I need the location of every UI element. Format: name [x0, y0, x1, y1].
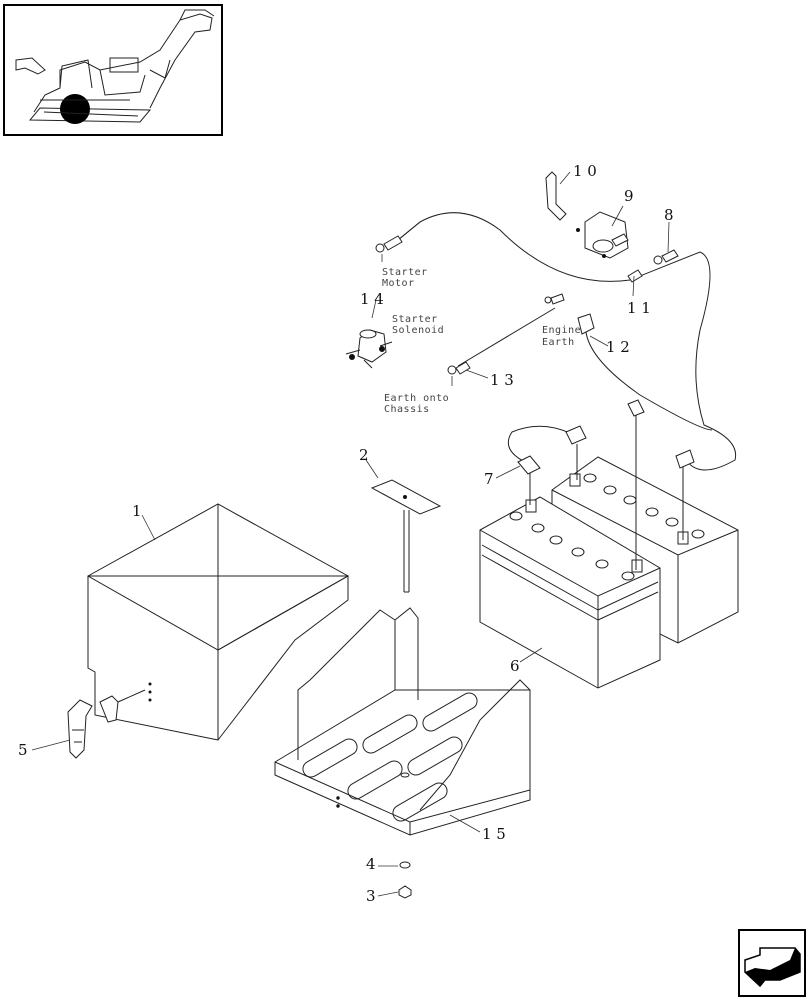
leader-lines — [31, 171, 670, 897]
callout-5: 5 — [18, 741, 28, 759]
callout-1: 1 — [132, 502, 142, 520]
hold-down-clamp — [370, 479, 442, 593]
label-earth-chassis-line1: Earth onto — [384, 393, 449, 404]
battery-cover — [86, 503, 350, 741]
battery-cables — [397, 212, 737, 570]
batteries — [479, 456, 739, 689]
callout-3: 3 — [366, 887, 376, 905]
label-earth-chassis-line2: Chassis — [384, 404, 430, 415]
callout-9: 9 — [624, 187, 634, 205]
callout-2: 2 — [359, 446, 369, 464]
callout-6: 6 — [510, 657, 520, 675]
cover-latch — [67, 689, 146, 759]
next-page-arrow-icon[interactable] — [738, 929, 806, 997]
callout-8: 8 — [664, 206, 674, 224]
harvester-locator-icon — [3, 4, 223, 136]
cable-clip — [545, 171, 567, 221]
label-starter-motor-line1: Starter — [382, 267, 428, 278]
callout-15: 1 5 — [482, 825, 506, 843]
cable-lugs — [375, 235, 695, 475]
label-engine-earth-line2: Earth — [542, 337, 575, 348]
starter-relay — [576, 211, 629, 259]
callout-10: 1 0 — [573, 162, 597, 180]
label-starter-solenoid-line1: Starter — [392, 314, 438, 325]
callout-11: 1 1 — [627, 299, 651, 317]
callout-14: 1 4 — [360, 290, 384, 308]
starter-solenoid — [345, 329, 393, 369]
label-starter-solenoid-line2: Solenoid — [392, 325, 444, 336]
label-starter-motor-line2: Motor — [382, 278, 415, 289]
callout-13: 1 3 — [490, 371, 514, 389]
label-engine-earth-line1: Engine — [542, 325, 581, 336]
callout-4: 4 — [366, 855, 376, 873]
callout-12: 1 2 — [606, 338, 630, 356]
battery-tray — [274, 607, 531, 836]
callout-7: 7 — [484, 470, 494, 488]
washer-and-nut — [398, 861, 412, 899]
